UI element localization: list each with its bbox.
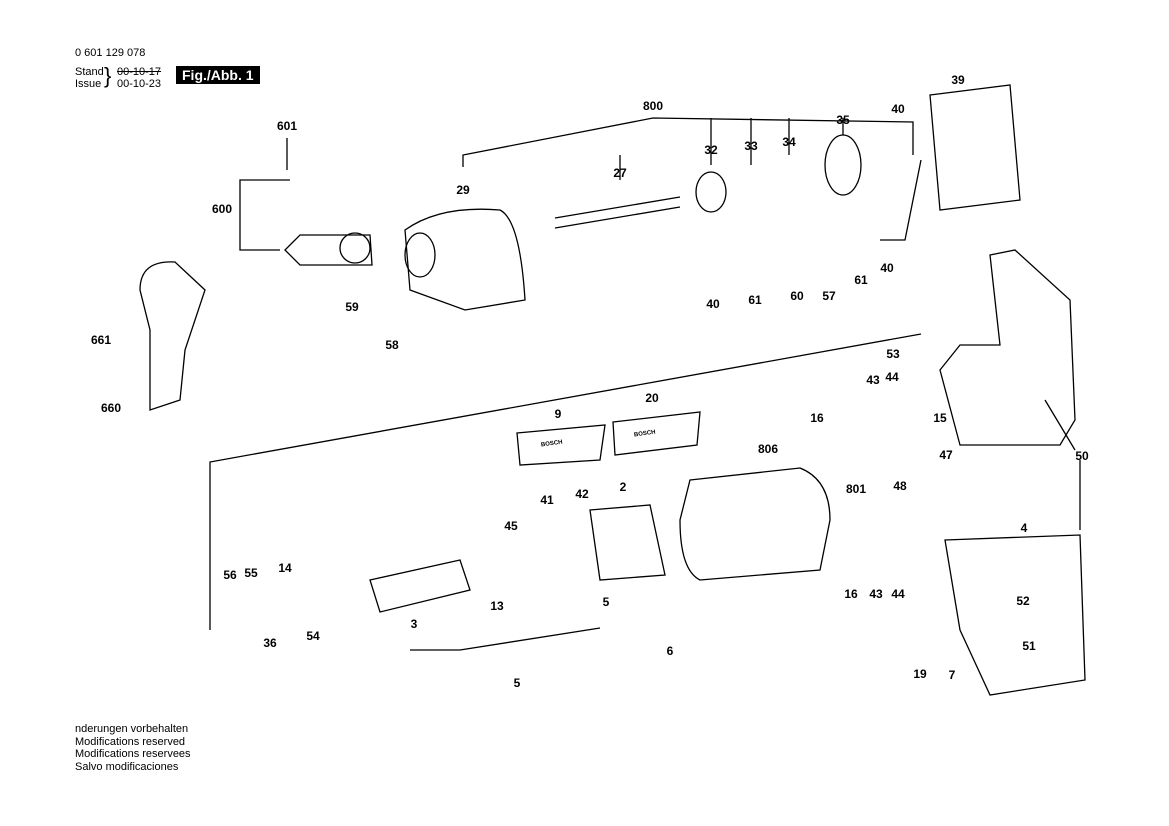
part-label: 40 (706, 297, 720, 311)
part-label: 5 (602, 595, 610, 609)
figure-label: Fig./Abb. 1 (176, 66, 260, 84)
part-label: 56 (223, 568, 237, 582)
part-label: 39 (951, 73, 965, 87)
part-label: 47 (939, 448, 953, 462)
housing-39 (929, 84, 1021, 211)
part-label: 661 (90, 333, 112, 347)
part-label: 48 (893, 479, 907, 493)
part-label: 16 (844, 587, 858, 601)
part-label: 41 (540, 493, 554, 507)
cord-5 (410, 627, 601, 651)
part-label: 601 (276, 119, 298, 133)
part-label: 806 (757, 442, 779, 456)
nameplate-20 (612, 411, 701, 456)
part-label: 54 (306, 629, 320, 643)
footer-line: nderungen vorbehalten (75, 723, 189, 735)
part-label: 20 (645, 391, 659, 405)
part-label: 57 (822, 289, 836, 303)
part-label: 53 (886, 347, 900, 361)
part-label: 36 (263, 636, 277, 650)
part-label: 9 (554, 407, 562, 421)
part-label: 45 (504, 519, 518, 533)
footer-line: Modifications reserved (75, 735, 186, 748)
part-label: 43 (866, 373, 880, 387)
part-label: 600 (211, 202, 233, 216)
bearing-32 (695, 171, 727, 213)
part-label: 3 (410, 617, 418, 631)
part-label: 50 (1075, 449, 1089, 463)
part-label: 33 (744, 139, 758, 153)
front-housing-51 (944, 534, 1086, 696)
handle-660 (139, 261, 206, 411)
part-label: 52 (1016, 594, 1030, 608)
part-label: 16 (810, 411, 824, 425)
chuck (284, 232, 373, 266)
part-label: 19 (913, 667, 927, 681)
nameplate-9 (516, 424, 606, 466)
gear-housing (404, 208, 526, 311)
part-label: 801 (845, 482, 867, 496)
part-label: 4 (1020, 521, 1028, 535)
part-label: 14 (278, 561, 292, 575)
footer-notes: nderungen vorbehalten Modifications rese… (75, 723, 191, 773)
footer-line: Modifications reservees (75, 748, 191, 760)
part-label: 60 (790, 289, 804, 303)
spindle (554, 196, 681, 229)
part-label: 29 (456, 183, 470, 197)
part-label: 32 (704, 143, 718, 157)
part-label: 40 (891, 102, 905, 116)
part-label: 15 (933, 411, 947, 425)
field-2 (589, 504, 666, 581)
part-label: 59 (345, 300, 359, 314)
part-label: 35 (836, 113, 850, 127)
part-label: 34 (782, 135, 796, 149)
part-label: 40 (880, 261, 894, 275)
part-label: 61 (748, 293, 762, 307)
part-label: 51 (1022, 639, 1036, 653)
part-label: 800 (642, 99, 664, 113)
part-label: 7 (948, 668, 956, 682)
leader-lines (209, 117, 1081, 630)
brace: } (104, 63, 112, 88)
armature-3 (369, 559, 471, 613)
stand-label: Stand (75, 66, 104, 78)
part-number: 0 601 129 078 (75, 47, 146, 59)
part-label: 660 (100, 401, 122, 415)
footer-line: Salvo modificaciones (75, 760, 179, 773)
part-label: 27 (613, 166, 627, 180)
part-label: 61 (854, 273, 868, 287)
part-label: 58 (385, 338, 399, 352)
part-label: 43 (869, 587, 883, 601)
issue-label: Issue (75, 78, 102, 90)
gear-35 (824, 134, 862, 196)
part-label: 42 (575, 487, 589, 501)
part-label: 44 (891, 587, 905, 601)
stand-date: 00-10-17 (117, 66, 162, 78)
part-label: 2 (619, 480, 627, 494)
part-label: 13 (490, 599, 504, 613)
part-label: 44 (885, 370, 899, 384)
part-label: 6 (666, 644, 674, 658)
motor-housing-806 (679, 467, 831, 581)
part-label: 55 (244, 566, 258, 580)
rear-housing-50 (939, 249, 1076, 446)
issue-date: 00-10-23 (117, 78, 162, 90)
part-label: 5 (513, 676, 521, 690)
